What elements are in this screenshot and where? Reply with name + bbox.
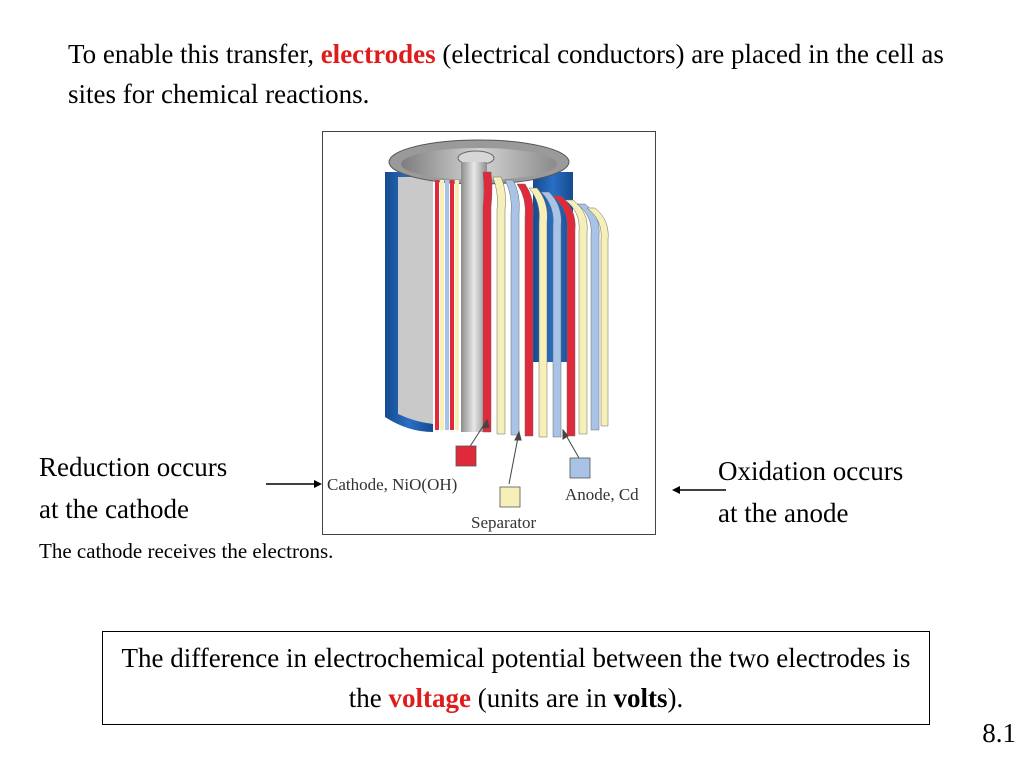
reduction-line1: Reduction occurs (39, 452, 228, 482)
reduction-label: Reduction occurs at the cathode (39, 446, 227, 530)
pointer-lines (468, 418, 580, 485)
volts-term: volts (613, 683, 668, 713)
anode-swatch (569, 457, 591, 479)
battery-cutaway-figure: Cathode, NiO(OH) Separator Anode, Cd (322, 131, 656, 535)
summary-part3: ). (667, 683, 684, 713)
voltage-term: voltage (388, 683, 471, 713)
reduction-line2: at the cathode (39, 494, 189, 524)
intro-paragraph: To enable this transfer, electrodes (ele… (68, 34, 968, 114)
voltage-definition-box: The difference in electrochemical potent… (102, 631, 930, 725)
anode-label: Anode, Cd (565, 485, 639, 504)
center-rod (461, 162, 487, 432)
cathode-label: Cathode, NiO(OH) (327, 475, 457, 494)
cathode-arrow (266, 480, 322, 488)
battery-illustration: Cathode, NiO(OH) Separator Anode, Cd (327, 139, 639, 532)
oxidation-label: Oxidation occurs at the anode (718, 450, 903, 534)
inner-layers-left (435, 180, 459, 430)
unrolled-layers (482, 171, 609, 438)
casing-inner-wall (398, 177, 433, 424)
separator-label: Separator (471, 513, 536, 532)
summary-part2: (units are in (471, 683, 614, 713)
intro-text-part1: To enable this transfer, (68, 39, 321, 69)
oxidation-line1: Oxidation occurs (718, 456, 904, 486)
cathode-swatch (455, 445, 477, 467)
cathode-note: The cathode receives the electrons. (39, 539, 334, 563)
summary-part1: The difference in electrochemical potent… (121, 643, 911, 713)
separator-swatch (499, 486, 521, 508)
oxidation-line2: at the anode (718, 498, 849, 528)
voltage-definition-text: The difference in electrochemical potent… (103, 638, 929, 718)
intro-text-part2: (electrical conductors) are placed in th… (68, 39, 944, 109)
electrodes-term: electrodes (320, 39, 436, 69)
page-number: 8.1 (982, 718, 1016, 748)
anode-arrow (672, 486, 726, 494)
